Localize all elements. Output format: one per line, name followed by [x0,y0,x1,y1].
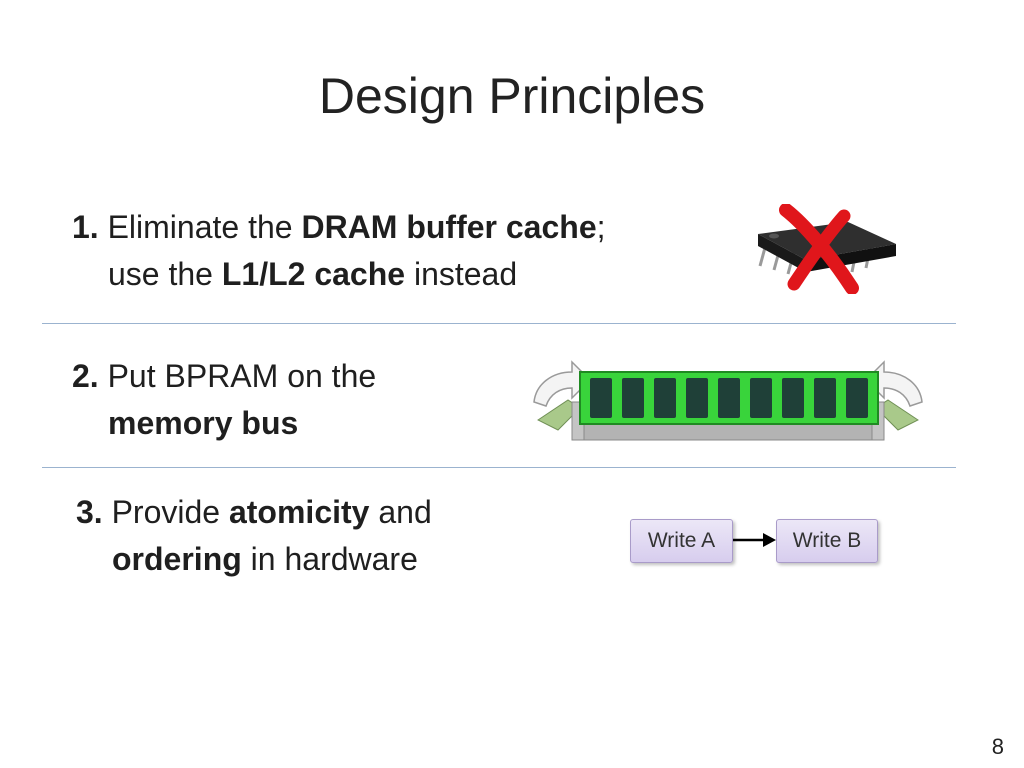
principle-3-text: Provide [111,494,229,530]
principle-1-bold-2: L1/L2 cache [221,256,406,292]
arrow-right-icon [733,533,776,547]
principle-2-text: Put BPRAM on the [107,358,377,394]
principle-1-text-3: instead [405,256,518,292]
principle-3: 3. Provide atomicity and ordering in har… [76,489,432,583]
principle-1-bold: DRAM buffer cache [301,209,597,245]
principle-3-text-3: in hardware [241,541,418,577]
principle-2-number: 2. [72,358,99,394]
principle-1-punct: ; [596,209,606,245]
principle-2-line-1: 2. Put BPRAM on the [72,353,376,400]
chip-body-side [758,234,806,272]
write-a-box: Write A [630,519,733,563]
principle-1-text: Eliminate the [107,209,302,245]
memory-module-icon [533,360,923,441]
chip-notch [769,233,779,239]
divider-1 [42,323,956,324]
principle-3-line-1: 3. Provide atomicity and [76,489,432,536]
red-x-icon [779,204,859,294]
principle-1-line-1: 1. Eliminate the DRAM buffer cache; [72,204,606,251]
dimm-chips [590,378,868,418]
principle-2-line-2: memory bus [72,400,376,447]
principle-1-number: 1. [72,209,99,245]
principle-3-bold-2: ordering [112,541,242,577]
dram-chip-icon [758,204,896,294]
principle-1-line-2: use the L1/L2 cache instead [72,251,606,298]
principle-3-text-2: and [369,494,432,530]
principle-2-bold: memory bus [108,405,299,441]
principle-1: 1. Eliminate the DRAM buffer cache; use … [72,204,606,298]
principle-3-bold: atomicity [228,494,370,530]
principle-3-line-2: ordering in hardware [76,536,432,583]
slide-title: Design Principles [318,68,706,124]
divider-2 [42,467,956,468]
write-b-box: Write B [776,519,878,563]
principle-3-number: 3. [76,494,103,530]
principle-1-text-2: use the [108,256,222,292]
principle-2: 2. Put BPRAM on the memory bus [72,353,376,447]
page-number: 8 [991,734,1004,759]
